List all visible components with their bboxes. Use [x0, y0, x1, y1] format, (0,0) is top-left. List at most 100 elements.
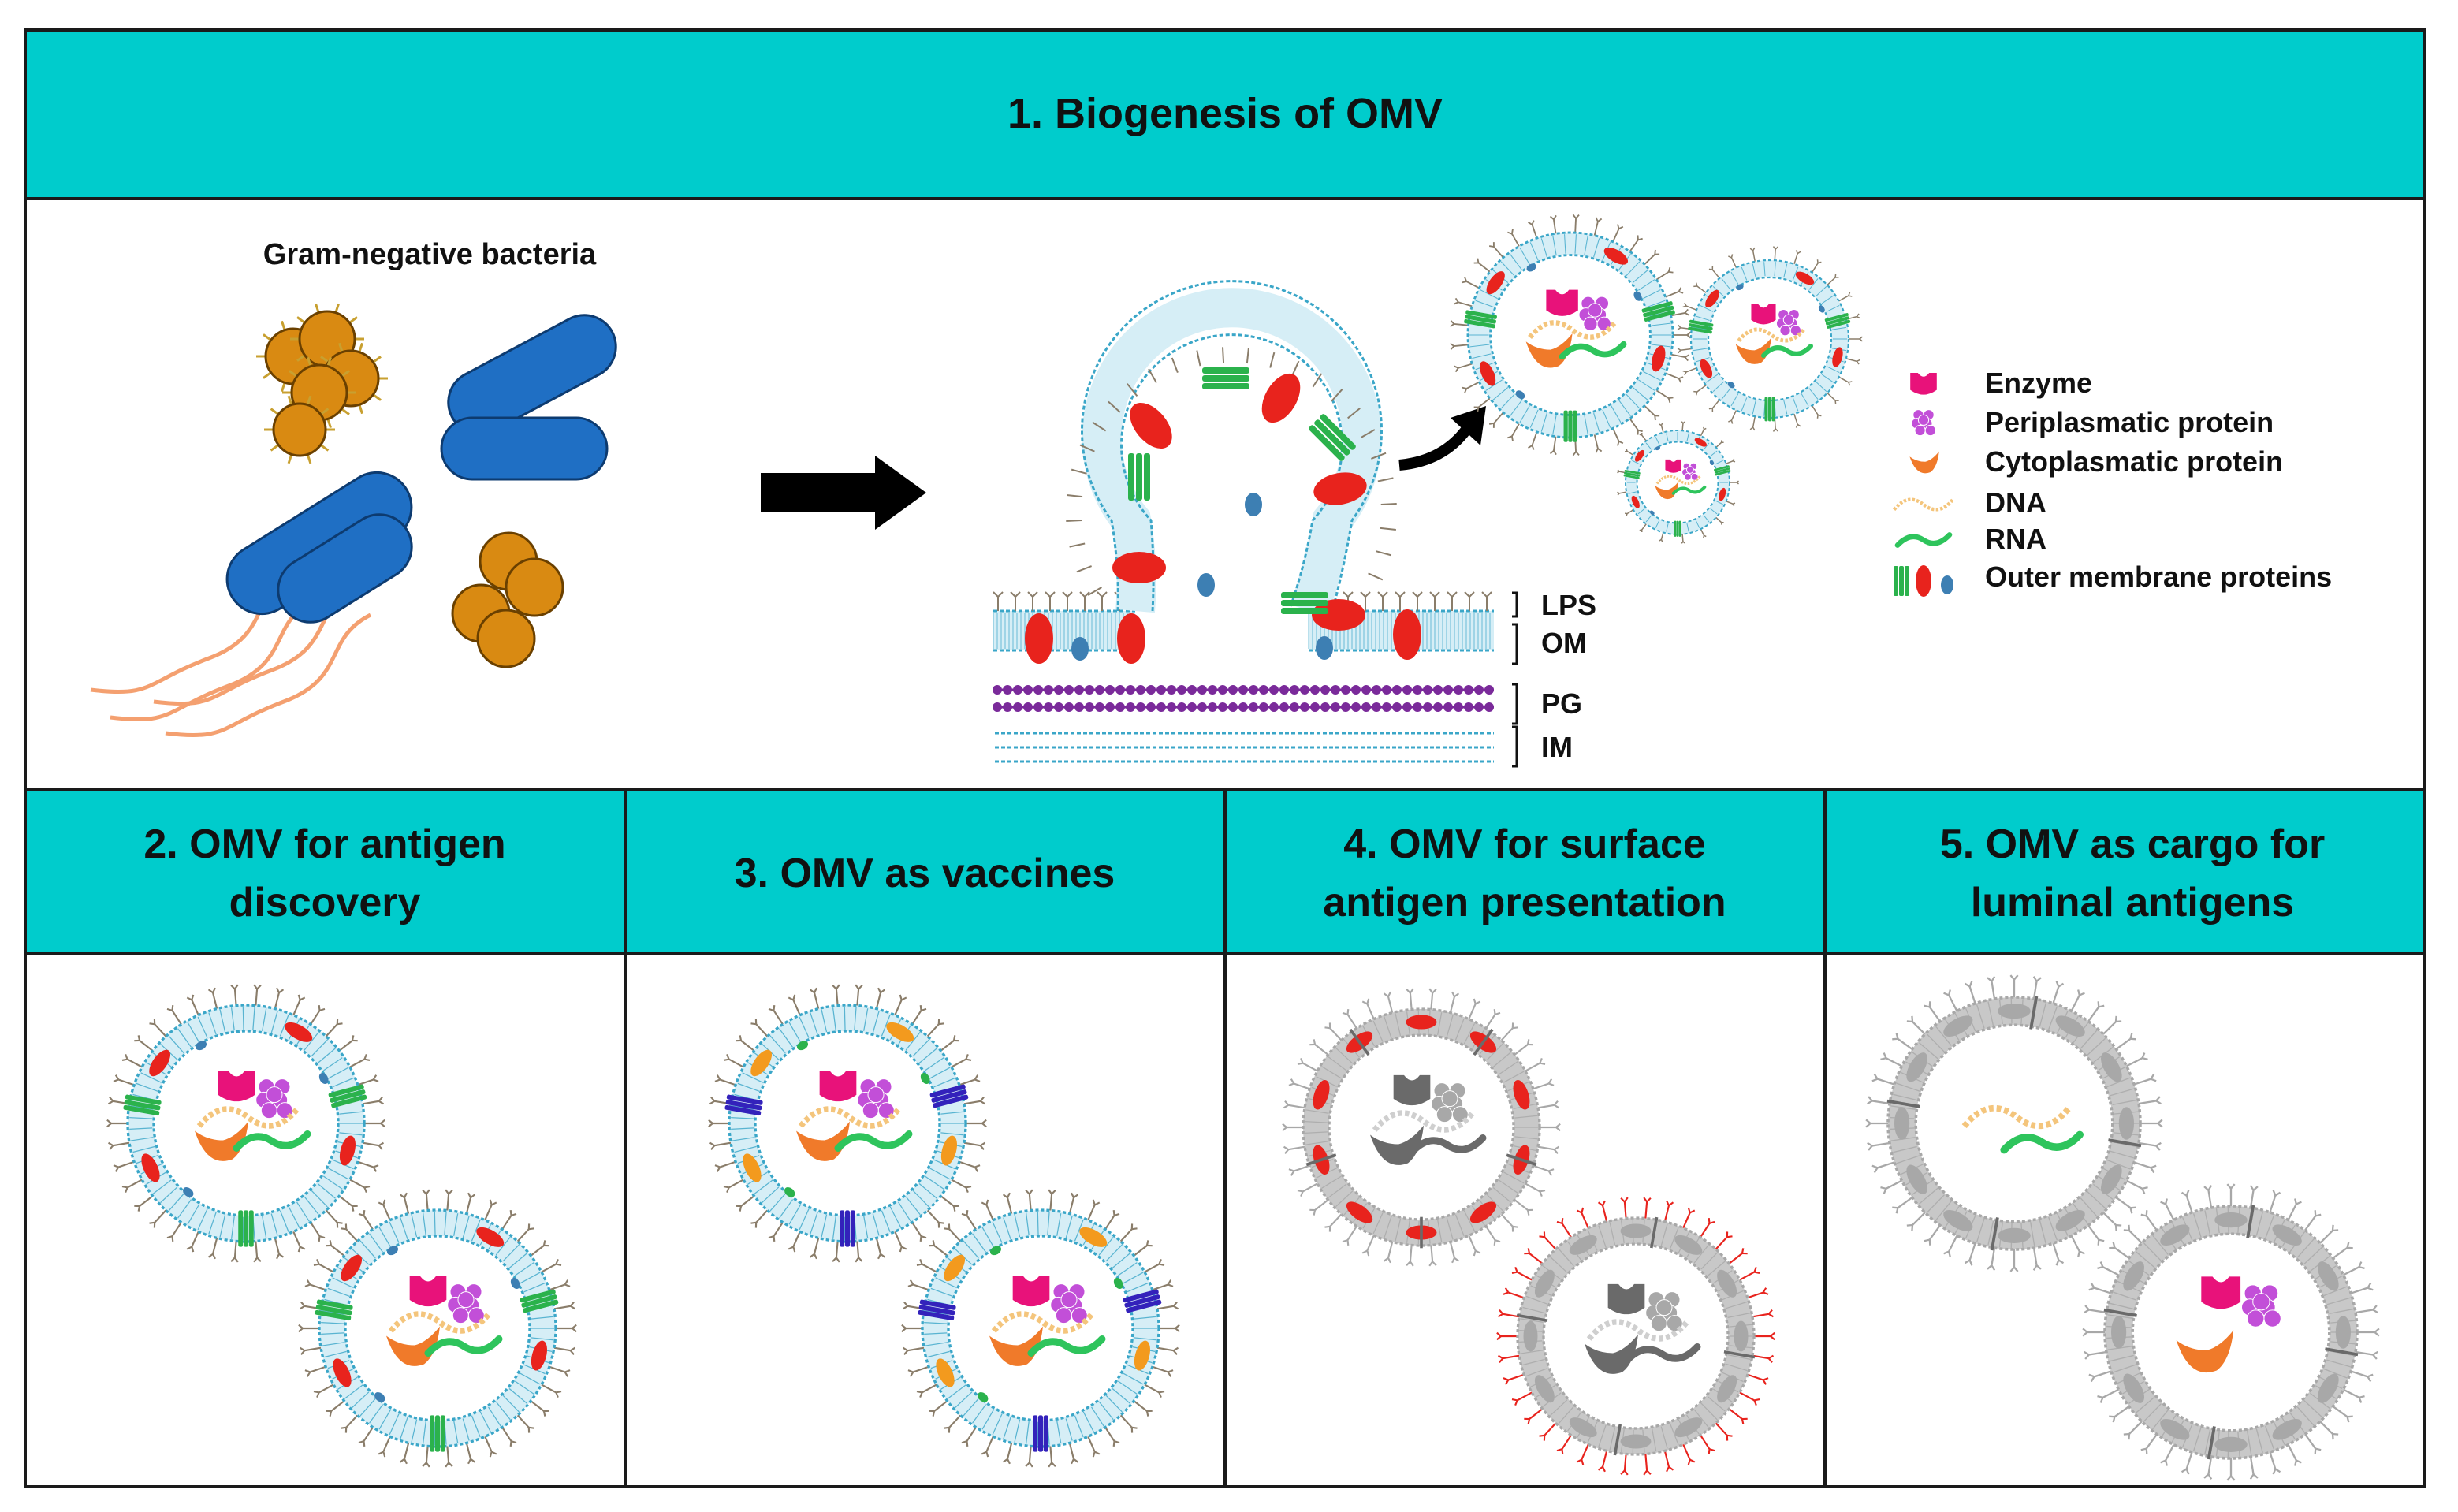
lps-branch: [1686, 331, 1692, 336]
lps-branch: [329, 1240, 333, 1246]
lipid: [324, 1350, 347, 1358]
periplasmic-protein-icon: [1911, 409, 1936, 437]
outer-leaflet: [921, 1208, 1160, 1448]
membrane-protein-barrel: [1033, 1415, 1048, 1452]
lps-branch: [1451, 1257, 1455, 1264]
lps-branch: [276, 1253, 280, 1260]
lps-branch: [739, 1035, 743, 1041]
lps-branch: [2128, 1433, 2131, 1440]
lps-branch: [1964, 1259, 1971, 1264]
lps-spike: [1071, 468, 1087, 475]
lps-spike: [171, 1010, 182, 1026]
lipid: [1935, 1026, 1952, 1046]
lps-spike: [1503, 1354, 1520, 1360]
lps-spike: [1028, 1194, 1032, 1211]
vesicle: [1496, 1197, 1775, 1476]
lps-branch: [555, 1258, 559, 1265]
lps-spike: [1529, 1408, 1544, 1420]
lps-branch: [358, 1440, 364, 1444]
lipid: [1037, 1421, 1039, 1445]
lps-spike: [1511, 233, 1520, 247]
lipid: [389, 1221, 400, 1243]
lps-spike: [1629, 418, 1639, 431]
lps-branch: [304, 1283, 311, 1287]
lps-branch: [382, 1451, 386, 1458]
peptidoglycan-unit: [1300, 685, 1309, 695]
lps-spike: [233, 1241, 237, 1258]
lps-spike: [1641, 523, 1647, 531]
membrane-protein-oval: [1603, 247, 1628, 265]
lps-branch: [542, 1410, 546, 1417]
lipid: [1712, 382, 1724, 393]
lps-spike: [1827, 277, 1836, 286]
membrane-protein-bar: [1420, 1216, 1423, 1249]
lps-branch: [932, 1240, 936, 1246]
lps-branch: [569, 1350, 575, 1355]
lps-branch: [1553, 450, 1557, 456]
membrane-protein-small: [1633, 291, 1642, 301]
lps-spike: [1739, 1391, 1755, 1402]
lps-spike: [2269, 1195, 2277, 1213]
enzyme-icon: [1546, 289, 1578, 316]
peptidoglycan-unit: [1146, 685, 1156, 695]
lipid: [495, 1236, 511, 1256]
lipid: [2110, 1302, 2134, 1310]
lps-spike: [2128, 1421, 2143, 1435]
peptidoglycan-unit: [1105, 702, 1115, 712]
lps-spike: [1152, 1365, 1169, 1373]
lps-branch: [2150, 1167, 2155, 1174]
lps-bracket: [1512, 591, 1518, 618]
lps-spike: [2332, 1246, 2348, 1259]
membrane-protein-grey: [2214, 1436, 2248, 1452]
enzyme-icon: [218, 1071, 255, 1102]
lps-spike: [1144, 1384, 1160, 1394]
lps-spike: [1291, 360, 1300, 376]
lps-branch: [1475, 1000, 1481, 1005]
lps-spike: [933, 1400, 948, 1412]
lipid: [502, 1244, 520, 1262]
rna-icon: [1671, 485, 1707, 495]
peptidoglycan-unit: [1290, 702, 1299, 712]
lipid: [933, 1077, 955, 1088]
lps-spike: [1366, 1235, 1375, 1252]
lipid: [1628, 491, 1637, 494]
lps-spike: [1618, 491, 1627, 494]
membrane-protein-grey: [1717, 1375, 1737, 1403]
lipid: [1047, 1212, 1050, 1235]
lps-branch: [768, 1235, 774, 1239]
lps-branch: [491, 1201, 497, 1206]
lipid: [1693, 1409, 1709, 1428]
lps-branch: [1549, 215, 1555, 221]
lps-spike: [2355, 1309, 2374, 1314]
peptidoglycan-unit: [1474, 702, 1484, 712]
lipid: [1703, 442, 1710, 450]
lps-branch: [932, 1410, 936, 1417]
lipid: [1700, 305, 1714, 312]
periplasmic-protein-icon: [255, 1078, 293, 1119]
membrane-protein-small: [386, 1246, 399, 1256]
lps-branch: [1762, 1379, 1767, 1385]
lps-branch: [2082, 1328, 2088, 1333]
lps-spike: [117, 1160, 135, 1168]
lps-branch: [1464, 591, 1470, 598]
lps-branch: [1895, 1033, 1899, 1040]
lipid: [1893, 1093, 1917, 1101]
lps-spike: [318, 1384, 334, 1394]
lipid: [359, 1398, 376, 1417]
lps-branch: [974, 1164, 981, 1168]
lipid: [769, 1035, 786, 1054]
rod-bacterium: [447, 314, 617, 435]
lipid: [514, 1262, 534, 1276]
lps-branch: [1145, 1410, 1149, 1417]
lps-branch: [2274, 1468, 2281, 1473]
lps-branch: [1282, 1127, 1287, 1132]
lps-branch: [1158, 1258, 1162, 1265]
lps-spike: [2126, 1057, 2143, 1067]
lipid: [779, 1199, 794, 1219]
lps-branch: [1450, 320, 1455, 325]
lps-branch: [1007, 1458, 1011, 1465]
lps-spike: [1912, 1212, 1926, 1226]
lps-branch: [1450, 342, 1454, 347]
lps-branch: [1668, 1201, 1674, 1207]
coccus-bacterium: [505, 557, 564, 617]
